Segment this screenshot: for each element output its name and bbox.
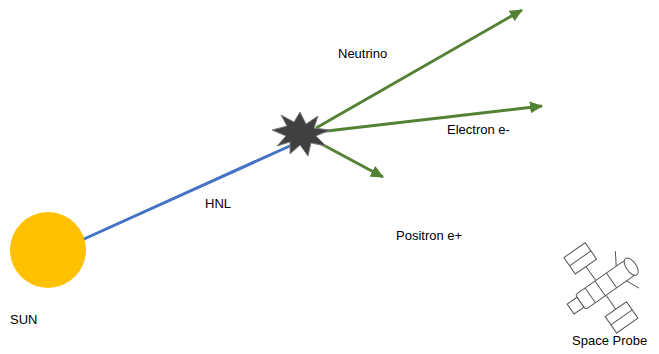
diagram-label: Electron e- xyxy=(447,122,510,138)
diagram-label: Neutrino xyxy=(338,46,387,62)
diagram-label: Space Probe xyxy=(572,333,647,349)
neutrino-arrow xyxy=(316,10,522,128)
diagram-label: SUN xyxy=(10,312,37,328)
space-probe-drawing xyxy=(544,226,659,347)
sun-disc xyxy=(10,212,86,288)
hnl-path xyxy=(84,145,292,239)
diagram-label: Positron e+ xyxy=(396,228,462,244)
decay-burst xyxy=(272,112,330,156)
diagram-label: HNL xyxy=(205,196,231,212)
